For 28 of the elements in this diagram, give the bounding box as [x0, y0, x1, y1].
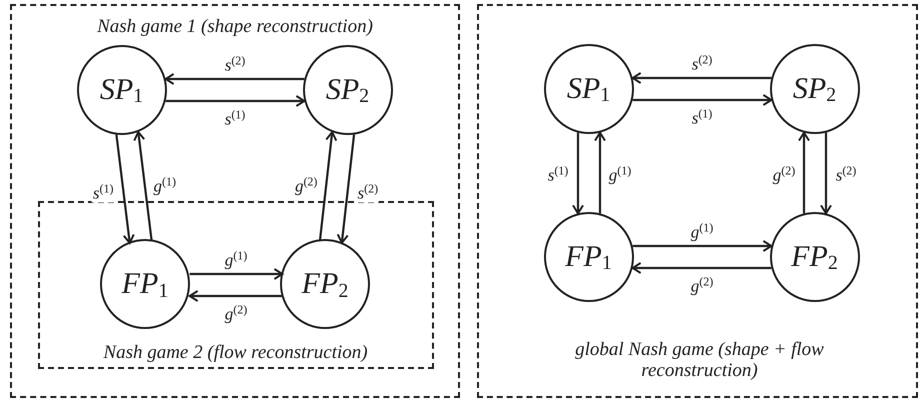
- arrow: [115, 134, 135, 244]
- arrow: [820, 132, 832, 214]
- group-title: Nash game 1 (shape reconstruction): [96, 16, 374, 37]
- arrow: [188, 290, 282, 302]
- arrow: [336, 134, 356, 244]
- arrow: [632, 262, 772, 274]
- player-circle: FP$_{1}$: [544, 212, 634, 302]
- arrow: [632, 240, 772, 252]
- player-circle: SP$_{2}$: [302, 44, 392, 134]
- player-circle: FP$_{1}$: [100, 239, 190, 329]
- group-title: global Nash game (shape + flow reconstruction): [574, 339, 825, 381]
- arrow: [190, 268, 284, 280]
- arrow: [164, 73, 304, 85]
- player-circle: FP$_{2}$: [770, 212, 860, 302]
- arrow: [318, 131, 338, 241]
- arrow: [632, 72, 772, 84]
- player-circle: SP$_{1}$: [76, 44, 166, 134]
- player-circle: SP$_{2}$: [770, 44, 860, 134]
- arrow: [798, 132, 810, 214]
- arrow: [133, 130, 153, 240]
- arrow: [572, 132, 584, 214]
- arrow: [632, 94, 772, 106]
- arrow: [594, 132, 606, 214]
- dashed-group-frame: [38, 200, 434, 368]
- player-circle: FP$_{2}$: [280, 239, 370, 329]
- player-circle: SP$_{1}$: [544, 44, 634, 134]
- arrow: [166, 95, 306, 107]
- group-title: Nash game 2 (flow reconstruction): [102, 342, 369, 362]
